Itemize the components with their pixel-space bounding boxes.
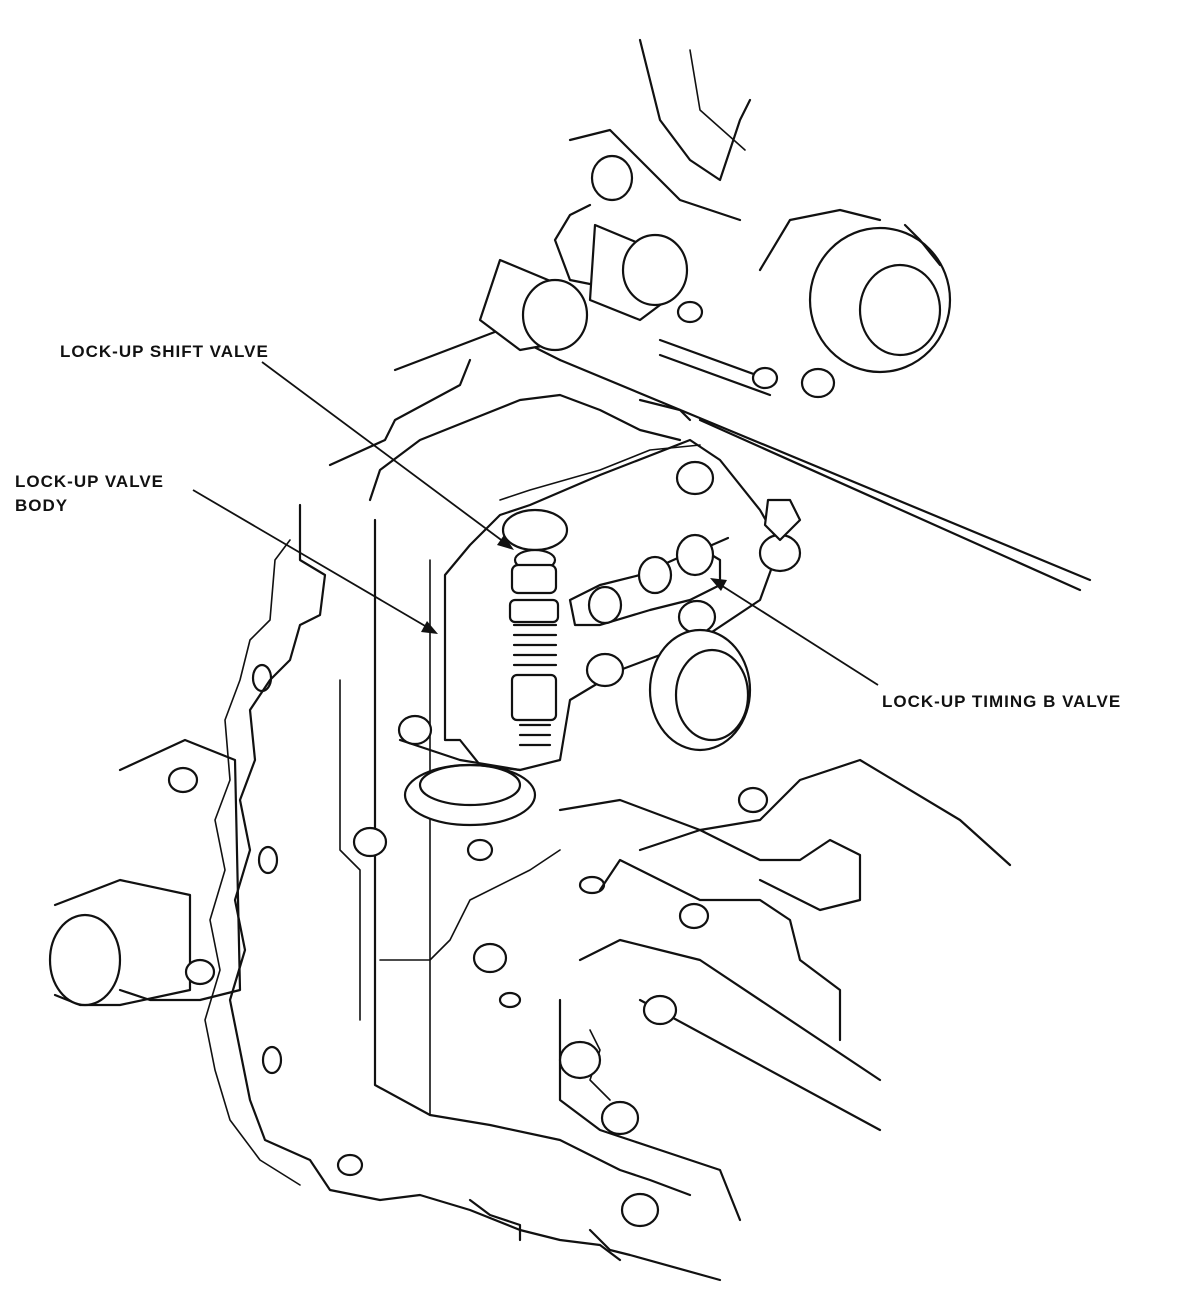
arrow-shift-valve bbox=[497, 535, 514, 550]
label-lockup-shift-valve-text: LOCK-UP SHIFT VALVE bbox=[60, 342, 269, 361]
leader-valve-body bbox=[192, 489, 433, 631]
label-lockup-timing-b-valve-text: LOCK-UP TIMING B VALVE bbox=[882, 692, 1122, 711]
arrow-timing-b-valve bbox=[710, 578, 727, 591]
upper-shafts bbox=[478, 38, 952, 422]
leader-lines bbox=[192, 361, 879, 686]
label-lockup-valve-body-line1: LOCK-UP VALVE bbox=[15, 472, 165, 491]
label-lockup-valve-body: LOCK-UP VALVE BODY bbox=[15, 470, 164, 518]
label-lockup-timing-b-valve: LOCK-UP TIMING B VALVE bbox=[882, 690, 1121, 714]
transmission-housing bbox=[48, 328, 1092, 1282]
leader-timing-b-valve bbox=[715, 581, 879, 686]
arrow-valve-body bbox=[421, 621, 438, 634]
leader-shift-valve bbox=[261, 361, 509, 546]
lockup-valve-body bbox=[397, 438, 802, 827]
label-lockup-shift-valve: LOCK-UP SHIFT VALVE bbox=[60, 340, 269, 364]
label-lockup-valve-body-line2: BODY bbox=[15, 496, 69, 515]
